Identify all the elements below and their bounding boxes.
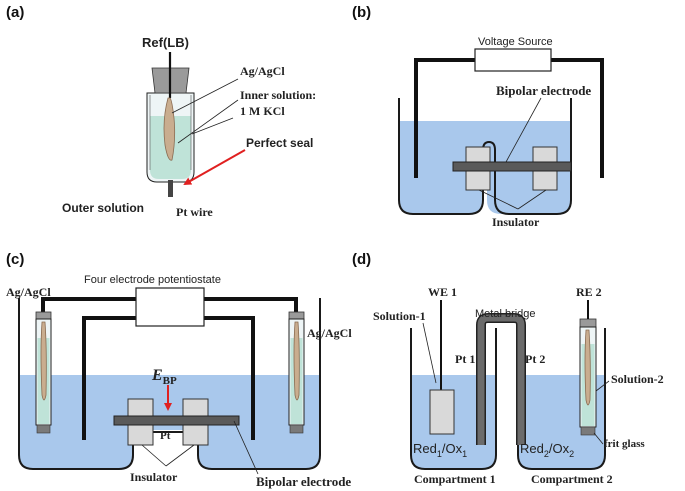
ref-label: Ref(LB) (142, 35, 189, 50)
seal-arrow (183, 149, 246, 185)
compartment-1-wall (410, 328, 497, 470)
ref-electrode-left (35, 311, 52, 434)
leader (171, 78, 239, 114)
bipolar-electrode-label: Bipolar electrode (256, 474, 351, 489)
panel-b-label: (b) (352, 4, 371, 21)
solution-2-label: Solution-2 (611, 372, 664, 386)
ebp-label: EBP (151, 367, 177, 387)
we-label: WE 1 (428, 285, 457, 299)
source-wire-right (551, 58, 604, 178)
metal-bridge-label: Metal bridge (475, 308, 536, 320)
ref-electrode-2 (579, 300, 597, 436)
ref-left-label: Ag/AgCl (6, 285, 51, 299)
agagcl-wire (163, 97, 176, 161)
redox-1-red: Red (413, 441, 437, 456)
potentiostat-wire-inner-left (82, 316, 136, 440)
cell-wall (18, 298, 321, 470)
pt-label: Pt (160, 430, 171, 442)
voltage-source-label: Voltage Source (478, 36, 553, 48)
ref-cap (579, 318, 597, 328)
agagcl-label: Ag/AgCl (240, 64, 285, 78)
panel-a: (a) Ref(LB) Ag/AgCl Inner solution: 1 M … (6, 4, 316, 219)
panel-a-label: (a) (6, 4, 24, 21)
potentiostat-wire-outer-right (204, 297, 298, 315)
redox-1-label: Red1/Ox1 (413, 441, 467, 459)
redox-1-red-index: 1 (437, 449, 442, 459)
compartment-2-label: Compartment 2 (531, 472, 613, 486)
bipolar-electrode (113, 415, 240, 426)
panel-b: (b) Voltage Source Bipolar electrode Ins… (352, 4, 604, 229)
ebp-symbol: E (151, 367, 163, 384)
inner-solution-label: Inner solution: (240, 88, 316, 102)
bipolar-electrode-label: Bipolar electrode (496, 83, 591, 98)
metal-bridge-core (477, 314, 525, 445)
insulator-label: Insulator (130, 470, 178, 484)
pt-wire-label: Pt wire (176, 205, 213, 219)
leader (141, 444, 167, 467)
pt-wire (168, 180, 173, 197)
ref-frit (580, 426, 596, 436)
leader (177, 99, 239, 144)
cell-wall (398, 98, 572, 215)
leader (233, 420, 259, 475)
pt2-label: Pt 2 (525, 352, 545, 366)
leader (517, 189, 547, 210)
seal-label: Perfect seal (246, 136, 313, 150)
ref-agagcl-wire (40, 321, 47, 401)
leader (165, 444, 195, 467)
re-label: RE 2 (576, 285, 602, 299)
source-wire-left (414, 58, 475, 178)
potentiostat-wire-outer-left (41, 297, 136, 315)
ref-frit (289, 424, 304, 434)
ref-right-label: Ag/AgCl (307, 326, 352, 340)
insulator-label: Insulator (492, 215, 540, 229)
leader (478, 189, 519, 210)
leader (191, 117, 234, 135)
ref-electrode-right (288, 311, 305, 434)
solution-1-label: Solution-1 (373, 309, 426, 323)
redox-2-ox-index: 2 (569, 449, 574, 459)
ref-agagcl-wire (293, 321, 300, 401)
redox-2-red-index: 2 (544, 449, 549, 459)
ebp-subscript: BP (163, 375, 177, 387)
panel-c-label: (c) (6, 251, 24, 268)
compartment-2-wall (517, 328, 606, 470)
potentiostat-box (135, 287, 205, 327)
potentiostat-label: Four electrode potentiostate (84, 274, 221, 286)
inner-conc-label: 1 M KCl (240, 104, 285, 118)
outer-solution-label: Outer solution (62, 201, 144, 215)
voltage-source-box (474, 48, 552, 72)
redox-2-ox: /Ox (549, 441, 570, 456)
pt1-label: Pt 1 (455, 352, 475, 366)
we-electrode (429, 389, 455, 435)
solution-left (399, 121, 483, 214)
ref-agagcl-wire (584, 329, 591, 406)
ref-cap (288, 311, 305, 320)
redox-2-red: Red (520, 441, 544, 456)
ref-cap (35, 311, 52, 320)
redox-2-label: Red2/Ox2 (520, 441, 574, 459)
frit-glass-label: frit glass (604, 438, 645, 450)
panel-d: (d) WE 1 RE 2 Metal bridge Solution-1 So… (352, 251, 664, 486)
bipolar-electrode (452, 161, 572, 172)
redox-1-ox-index: 1 (462, 449, 467, 459)
leader (505, 97, 542, 163)
leader (422, 322, 437, 384)
leader (593, 432, 604, 445)
leader (595, 380, 610, 392)
compartment-1-label: Compartment 1 (414, 472, 496, 486)
ref-frit (36, 424, 51, 434)
panel-c: (c) Four electrode potentiostate (6, 251, 352, 489)
potentiostat-wire-inner-right (204, 316, 255, 440)
panel-d-label: (d) (352, 251, 371, 268)
redox-1-ox: /Ox (442, 441, 463, 456)
